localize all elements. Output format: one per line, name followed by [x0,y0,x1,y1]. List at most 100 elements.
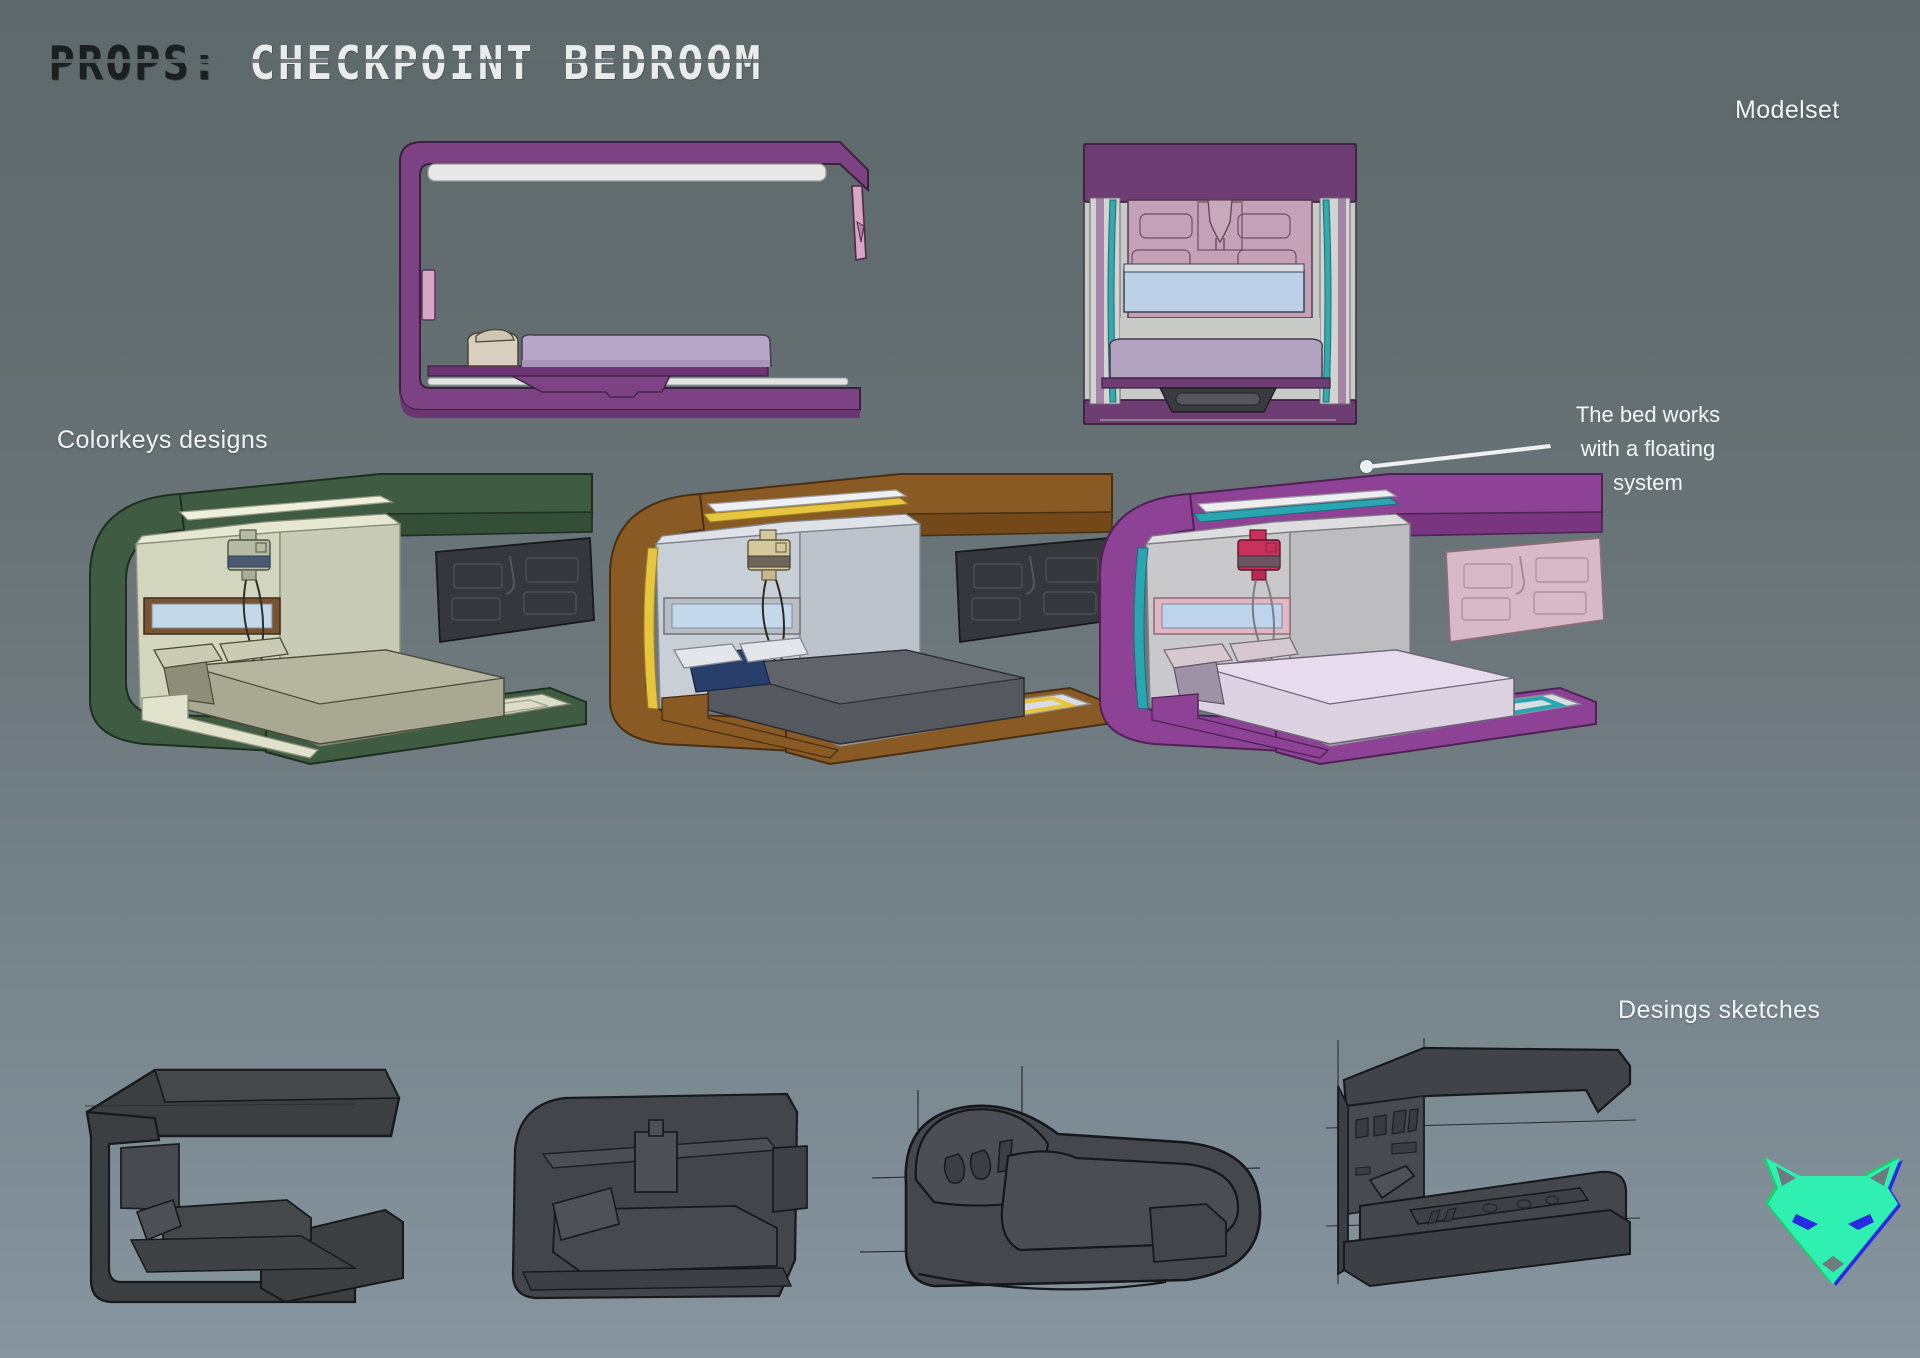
wall-panel [421,269,436,321]
pillow-top [475,328,515,343]
purple-mattress-top [1197,649,1515,705]
wolf-eye-right [1848,1214,1874,1230]
brown-tv-cell-3 [971,597,1021,621]
hanging-panel-tip [856,221,865,243]
brown-accent-trim-left [643,547,659,710]
sk1-guide-1 [84,1103,356,1107]
title-prefix: PROPS: [48,36,220,90]
wolf-ear-left-inner [1776,1166,1796,1186]
purple-bed-throw [1173,661,1225,705]
brown-device-nozzle [761,569,777,581]
bed-blanket-fold [522,360,770,367]
sk3-base-line [917,1272,1167,1291]
screen-bezel-top [1123,263,1305,273]
sk2-floor-edge [521,1267,793,1291]
brown-tv-handle [1025,555,1036,595]
wolf-head-logo [1763,1157,1903,1286]
title-main: CHECKPOINT BEDROOM [249,36,764,90]
callout-annotation: The bed works with a floating system [1548,398,1748,500]
brown-mattress-top [707,649,1025,705]
purple-window-glass [1161,603,1283,629]
green-tv-panel [435,537,595,644]
green-top-slab-front [379,511,593,537]
green-ceiling-light [178,495,395,521]
sk1-pillow [135,1198,182,1242]
brown-tv-cell-2 [1045,557,1099,583]
sk4-panel-lever [1368,1164,1416,1200]
sk2-side-vent [772,1145,808,1213]
green-interior-ceiling [134,513,402,545]
green-tv-cell-2 [525,557,579,583]
wolf-ear-right-inner [1870,1166,1890,1186]
callout-leader-line [1366,444,1551,469]
modelset-side-view [399,141,869,418]
green-tv-cell-1 [453,563,503,589]
storage-compartment-tl [1139,213,1193,239]
green-device-nozzle [241,569,257,581]
bed-blanket [521,334,772,367]
purple-tv-cell-4 [1533,591,1587,615]
sketch-angular-c-pod [84,1068,404,1304]
purple-ceiling-light [1196,489,1398,513]
sk4-panel-slot [1391,1141,1417,1155]
wolf-muzzle [1822,1256,1844,1272]
green-device-vent [255,542,267,553]
sk4-bed-rail [1408,1187,1590,1225]
colorkey-purple-variant [1098,473,1605,766]
section-label-sketches: Desings sketches [1618,996,1821,1024]
sk1-top-face [153,1069,401,1103]
green-mattress-top [187,649,505,705]
section-label-colorkeys: Colorkeys designs [57,426,269,454]
callout-line-1: The bed works [1575,402,1721,427]
sketch-panel-detail-pod [1325,1038,1641,1287]
brown-device-vent [775,542,787,553]
purple-tv-cell-1 [1463,563,1513,589]
purple-accent-trim-ceiling [1193,497,1400,523]
modelset-front-view [1083,143,1357,425]
pod-frame-shadow [400,388,860,418]
sketch-rounded-capsule-pod [859,1066,1262,1291]
callout-line-3: system [1613,470,1683,496]
green-pillow-2 [219,637,289,663]
green-tv-cell-4 [523,591,577,615]
purple-tv-panel [1445,537,1605,644]
brown-ceiling-light [706,489,908,513]
sk3-foot-detail [1149,1203,1227,1263]
page-title: PROPS: CHECKPOINT BEDROOM [42,36,783,90]
purple-interior-ceiling [1144,513,1412,545]
brown-bed-platform [661,693,840,759]
purple-tv-cell-2 [1535,557,1589,583]
colorkey-brown-variant [608,473,1115,766]
green-tv-handle [505,555,516,595]
purple-tv-cell-3 [1461,597,1511,621]
brown-accent-trim-ceiling [703,497,910,523]
brown-tv-cell-1 [973,563,1023,589]
screen-panel [1123,269,1305,313]
purple-device-nozzle [1251,569,1267,581]
section-label-modelset: Modelset [1735,96,1840,124]
bed-base [427,365,769,377]
pod-top-band [1083,143,1357,203]
sk2-pillow [552,1187,620,1241]
wolf-eye-left [1792,1214,1818,1230]
bed-float-underside [511,375,672,398]
sk1-bed-base [129,1235,358,1273]
brown-device-band [747,555,791,568]
sk4-panel-glyphs [1355,1108,1419,1139]
brown-pillow-1 [672,643,744,669]
front-bed-mattress [1108,338,1324,379]
pod-frame-outer [399,141,869,411]
green-window-glass [151,603,273,629]
sk2-ceiling-device [634,1131,678,1193]
brown-interior-ceiling [654,513,922,545]
sketch-enclosed-box-pod [511,1092,808,1300]
brown-window-glass [671,603,793,629]
sk4-panel-button [1355,1166,1371,1176]
green-tv-cell-3 [451,597,501,621]
green-bed-throw [163,661,215,705]
sk2-device-stem [648,1119,664,1137]
right-accent-strip [1322,199,1332,403]
purple-device-band [1237,555,1281,568]
purple-bed-platform [1151,693,1330,759]
sk4-rail-holes [1482,1195,1559,1213]
